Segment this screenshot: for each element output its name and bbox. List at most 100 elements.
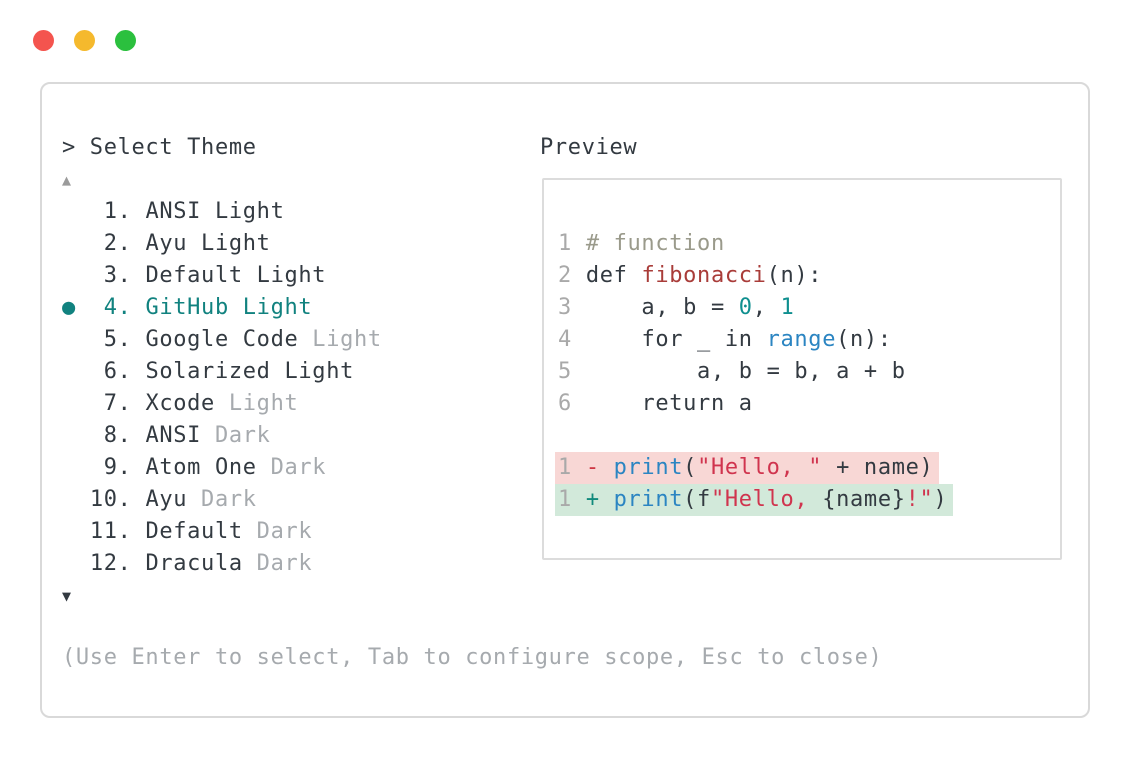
item-label: ANSI bbox=[145, 423, 202, 448]
code-line: 2 def fibonacci(n): bbox=[558, 260, 953, 292]
code-line: 4 for _ in range(n): bbox=[558, 324, 953, 356]
item-number: 5. bbox=[89, 327, 146, 352]
close-button[interactable] bbox=[33, 30, 54, 51]
item-label-muted: Dark bbox=[201, 423, 271, 448]
theme-list-item[interactable]: 2. Ayu Light bbox=[62, 228, 382, 260]
diff-sign: - bbox=[585, 455, 614, 480]
item-number: 10. bbox=[89, 487, 146, 512]
diff-line-deleted: 1 - print("Hello, " + name) bbox=[555, 452, 953, 484]
code-token-string: "Hello, bbox=[710, 487, 823, 512]
item-number: 1. bbox=[89, 199, 146, 224]
item-number: 3. bbox=[89, 263, 146, 288]
item-label: GitHub Light bbox=[145, 295, 313, 320]
item-label: Ayu bbox=[145, 487, 188, 512]
item-label: Dracula bbox=[145, 551, 243, 576]
code-token-plain: a bbox=[724, 391, 753, 416]
item-label: Atom One bbox=[145, 455, 257, 480]
item-label-muted: Dark bbox=[187, 487, 257, 512]
item-label-muted: Dark bbox=[242, 519, 313, 544]
code-token-plain bbox=[586, 327, 642, 352]
item-number: 2. bbox=[89, 231, 146, 256]
item-label: Google Code bbox=[145, 327, 299, 352]
theme-list-item[interactable]: 6. Solarized Light bbox=[62, 356, 382, 388]
code-token-number: 1 bbox=[780, 295, 795, 320]
item-number: 4. bbox=[89, 295, 146, 320]
item-label: Default Light bbox=[145, 263, 327, 288]
theme-list-item[interactable]: 8. ANSI Dark bbox=[62, 420, 382, 452]
code-token-plain: (f bbox=[683, 487, 711, 512]
item-number: 11. bbox=[89, 519, 146, 544]
code-token-plain: a, b = bbox=[585, 295, 739, 320]
code-line: 1 # function bbox=[558, 228, 953, 260]
item-number: 8. bbox=[89, 423, 146, 448]
line-number: 1 bbox=[558, 455, 586, 480]
item-number: 9. bbox=[89, 455, 146, 480]
code-token-plain bbox=[753, 327, 767, 352]
item-label: Solarized Light bbox=[145, 359, 355, 384]
item-label: ANSI Light bbox=[145, 199, 285, 224]
line-number: 6 bbox=[558, 391, 586, 416]
theme-list-item[interactable]: 9. Atom One Dark bbox=[62, 452, 382, 484]
code-token-plain: ( bbox=[683, 455, 698, 480]
help-text: (Use Enter to select, Tab to configure s… bbox=[62, 645, 883, 670]
item-label-muted: Light bbox=[214, 391, 299, 416]
code-token-string: !" bbox=[905, 487, 934, 512]
theme-list-item[interactable]: 1. ANSI Light bbox=[62, 196, 382, 228]
zoom-button[interactable] bbox=[115, 30, 136, 51]
code-token-keyword: for bbox=[641, 327, 684, 352]
line-number: 4 bbox=[558, 327, 586, 352]
item-label: Default bbox=[145, 519, 243, 544]
theme-list-item[interactable]: 11. Default Dark bbox=[62, 516, 382, 548]
code-token-plain: a, b = b, a + b bbox=[585, 359, 906, 384]
item-label-muted: Light bbox=[298, 327, 382, 352]
minimize-button[interactable] bbox=[74, 30, 95, 51]
item-number: 12. bbox=[89, 551, 146, 576]
scroll-down-indicator-icon[interactable]: ▼ bbox=[62, 587, 72, 605]
theme-list-item[interactable]: 10. Ayu Dark bbox=[62, 484, 382, 516]
code-token-plain: (n): bbox=[766, 263, 823, 288]
code-token-keyword: in bbox=[724, 327, 753, 352]
line-number: 1 bbox=[558, 487, 586, 512]
code-token-builtin: range bbox=[766, 327, 837, 352]
item-number: 6. bbox=[89, 359, 146, 384]
theme-list-item[interactable]: 3. Default Light bbox=[62, 260, 382, 292]
item-number: 7. bbox=[89, 391, 146, 416]
line-number: 3 bbox=[558, 295, 586, 320]
code-token-plain: (n): bbox=[836, 327, 892, 352]
code-token-plain bbox=[628, 263, 642, 288]
theme-list: 1. ANSI Light 2. Ayu Light 3. Default Li… bbox=[62, 196, 382, 580]
code-line: 3 a, b = 0, 1 bbox=[558, 292, 953, 324]
item-label-muted: Dark bbox=[256, 455, 327, 480]
item-label: Ayu Light bbox=[145, 231, 271, 256]
diff-highlight: 1 + print(f"Hello, {name}!") bbox=[555, 484, 954, 516]
code-line: 6 return a bbox=[558, 388, 953, 420]
theme-list-item[interactable]: 12. Dracula Dark bbox=[62, 548, 382, 580]
item-label: Xcode bbox=[145, 391, 215, 416]
code-token-string: "Hello, " bbox=[697, 455, 823, 480]
code-line: 5 a, b = b, a + b bbox=[558, 356, 953, 388]
code-token-builtin: print bbox=[613, 487, 684, 512]
selected-bullet-icon: ● bbox=[62, 295, 90, 320]
line-number: 1 bbox=[558, 231, 586, 256]
code-token-keyword: def bbox=[585, 263, 628, 288]
diff-highlight: 1 - print("Hello, " + name) bbox=[555, 452, 940, 484]
code-token-number: 0 bbox=[738, 295, 753, 320]
theme-picker-window: > Select Theme ▲ 1. ANSI Light 2. Ayu Li… bbox=[40, 82, 1090, 718]
scroll-up-indicator-icon[interactable]: ▲ bbox=[62, 171, 72, 189]
blank-line bbox=[558, 420, 953, 452]
window-controls bbox=[33, 30, 136, 51]
code-token-keyword: return bbox=[641, 391, 725, 416]
theme-list-item[interactable]: 7. Xcode Light bbox=[62, 388, 382, 420]
code-token-plain: + name) bbox=[822, 455, 934, 480]
code-token-plain: ) bbox=[933, 487, 948, 512]
code-token-builtin: print bbox=[613, 455, 684, 480]
diff-line-inserted: 1 + print(f"Hello, {name}!") bbox=[555, 484, 954, 516]
line-number: 5 bbox=[558, 359, 586, 384]
code-token-plain: {name} bbox=[822, 487, 906, 512]
theme-list-item[interactable]: ● 4. GitHub Light bbox=[62, 292, 382, 324]
code-token-comment: # function bbox=[585, 231, 725, 256]
theme-list-item[interactable]: 5. Google Code Light bbox=[62, 324, 382, 356]
